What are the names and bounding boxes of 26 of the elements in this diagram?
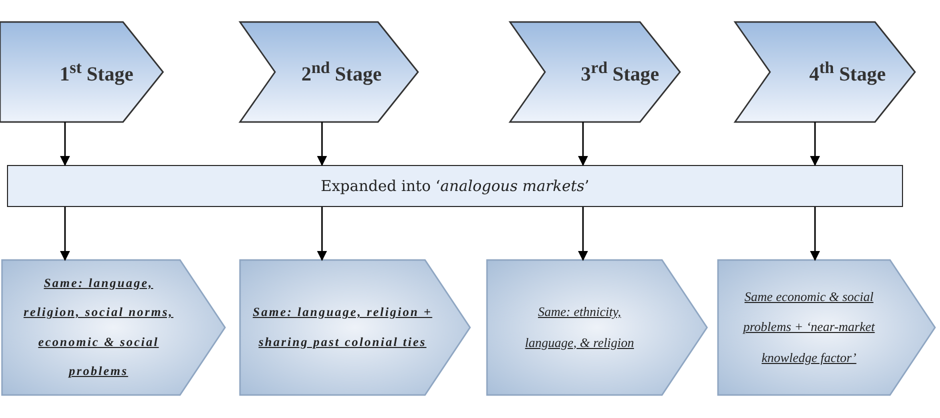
description-text: Same: language, religion + sharing past colonial ties (252, 304, 434, 351)
description-text: Same: language, religion, social norms, economic & social problems (22, 274, 174, 380)
stage-label: 3$^{rd}$ Stage (580, 58, 660, 86)
stage-chevron (510, 22, 680, 122)
description-text: Same economic & social problems + ‘near-market knowledge factor’ (742, 288, 876, 367)
arrow (810, 207, 820, 261)
stage-chevron (240, 22, 418, 122)
stage-label: 4$^{th}$ Stage (809, 58, 886, 86)
pentagon-box (2, 260, 225, 395)
banner-text: Expanded into ‘analogous markets’ (320, 177, 590, 195)
stage-label: 2$^{nd}$ Stage (301, 58, 382, 86)
arrow (317, 122, 327, 166)
pentagon-box (487, 260, 707, 395)
description-text: Same: ethnicity, language, & religion (524, 302, 635, 352)
pentagon-box (240, 260, 470, 395)
arrow (810, 122, 820, 166)
arrow (317, 207, 327, 261)
banner-box (7, 165, 903, 207)
stage-label: 1$^{st}$ Stage (60, 58, 134, 86)
arrow (60, 122, 70, 166)
pentagon-box (718, 260, 935, 395)
stage-chevron (0, 22, 163, 122)
stage-chevron (735, 22, 915, 122)
arrow (578, 207, 588, 261)
arrow (60, 207, 70, 261)
arrow (578, 122, 588, 166)
